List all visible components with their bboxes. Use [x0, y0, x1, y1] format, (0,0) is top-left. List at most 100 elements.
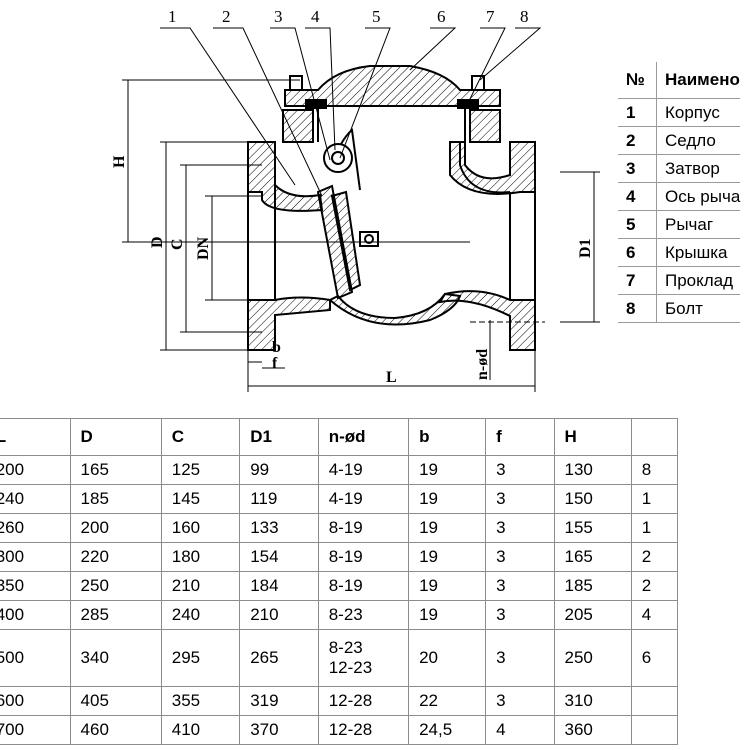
parts-row-name: Болт: [656, 294, 741, 323]
dims-cell: 12-28: [317, 715, 410, 745]
parts-row-num: 3: [618, 154, 657, 183]
dims-header-cell: H: [553, 418, 632, 456]
dims-cell: 165: [69, 455, 162, 485]
dim-label-dn: DN: [195, 236, 212, 260]
dims-cell: 400: [0, 600, 71, 630]
dims-cell: 210: [239, 600, 319, 630]
dims-cell: 3: [485, 513, 555, 543]
dims-cell: 265: [239, 629, 319, 687]
dims-cell: 250: [553, 629, 632, 687]
dimension-lines: [122, 79, 600, 392]
dims-cell: 3: [485, 484, 555, 514]
parts-row-name: Ось рыча: [656, 182, 741, 211]
dims-cell: 155: [553, 513, 632, 543]
dims-cell: 22: [408, 686, 487, 716]
dims-cell: 185: [553, 571, 632, 601]
parts-row-num: 4: [618, 182, 657, 211]
dims-cell: 200: [69, 513, 162, 543]
dims-cell: 20: [408, 629, 487, 687]
dim-label-d: D: [149, 236, 166, 248]
dims-cell: 145: [160, 484, 241, 514]
dims-cell: 240: [0, 484, 71, 514]
dims-cell-partial-right: [630, 686, 679, 716]
parts-row-num: 5: [618, 210, 657, 239]
parts-row-name: Затвор: [656, 154, 741, 183]
dims-cell-partial-right: 6: [630, 629, 679, 687]
dim-label-f: f: [272, 355, 278, 372]
dims-cell-partial-right: [630, 715, 679, 745]
dims-header-cell: C: [160, 418, 241, 456]
dims-header-partial-right: [630, 418, 679, 456]
dims-header-cell: D1: [239, 418, 319, 456]
dims-cell: 125: [160, 455, 241, 485]
dims-cell: 119: [239, 484, 319, 514]
dims-cell: 319: [239, 686, 319, 716]
parts-row-name: Корпус: [656, 98, 741, 127]
dims-cell: 180: [160, 542, 241, 572]
dimension-labels: H D C DN D1 L b f n-ød: [111, 155, 594, 386]
callout-4: 4: [311, 7, 320, 26]
dims-cell: 3: [485, 542, 555, 572]
dims-header-cell: f: [485, 418, 555, 456]
dims-cell: 19: [408, 455, 487, 485]
dims-cell: 19: [408, 542, 487, 572]
dims-cell: 8-19: [317, 542, 410, 572]
dims-cell: 19: [408, 513, 487, 543]
dims-cell: 19: [408, 484, 487, 514]
parts-header-name: Наимено: [656, 62, 741, 99]
dim-label-d1: D1: [577, 238, 594, 258]
dims-cell: 350: [0, 571, 71, 601]
parts-row-num: 6: [618, 238, 657, 267]
parts-header-num: №: [618, 62, 657, 99]
dims-cell: 19: [408, 600, 487, 630]
dims-cell: 4-19: [317, 484, 410, 514]
dims-cell: 3: [485, 571, 555, 601]
dims-cell-partial-right: 2: [630, 571, 679, 601]
parts-row-num: 8: [618, 294, 657, 323]
dims-cell: 500: [0, 629, 71, 687]
dims-cell: 154: [239, 542, 319, 572]
dims-cell-partial-right: 1: [630, 513, 679, 543]
dims-cell: 8-19: [317, 513, 410, 543]
dims-cell: 405: [69, 686, 162, 716]
dims-cell: 19: [408, 571, 487, 601]
dims-cell: 184: [239, 571, 319, 601]
dims-cell: 4: [485, 715, 555, 745]
dims-cell: 133: [239, 513, 319, 543]
dims-cell: 310: [553, 686, 632, 716]
parts-row-name: Проклад: [656, 266, 741, 295]
dims-cell: 240: [160, 600, 241, 630]
callout-leaders: [160, 27, 542, 197]
dim-label-n-d: n-ød: [474, 349, 491, 380]
dims-cell: 700: [0, 715, 71, 745]
dims-cell-partial-right: 8: [630, 455, 679, 485]
dims-cell: 370: [239, 715, 319, 745]
dims-cell: 295: [160, 629, 241, 687]
callout-1: 1: [168, 7, 177, 26]
dims-cell: 600: [0, 686, 71, 716]
dims-cell: 12-28: [317, 686, 410, 716]
dims-cell: 205: [553, 600, 632, 630]
parts-header-row: № Наимено: [618, 62, 741, 99]
callout-2: 2: [222, 7, 231, 26]
dims-header-cell: D: [69, 418, 162, 456]
dims-cell: 24,5: [408, 715, 487, 745]
dims-cell: 285: [69, 600, 162, 630]
dims-cell: 3: [485, 629, 555, 687]
